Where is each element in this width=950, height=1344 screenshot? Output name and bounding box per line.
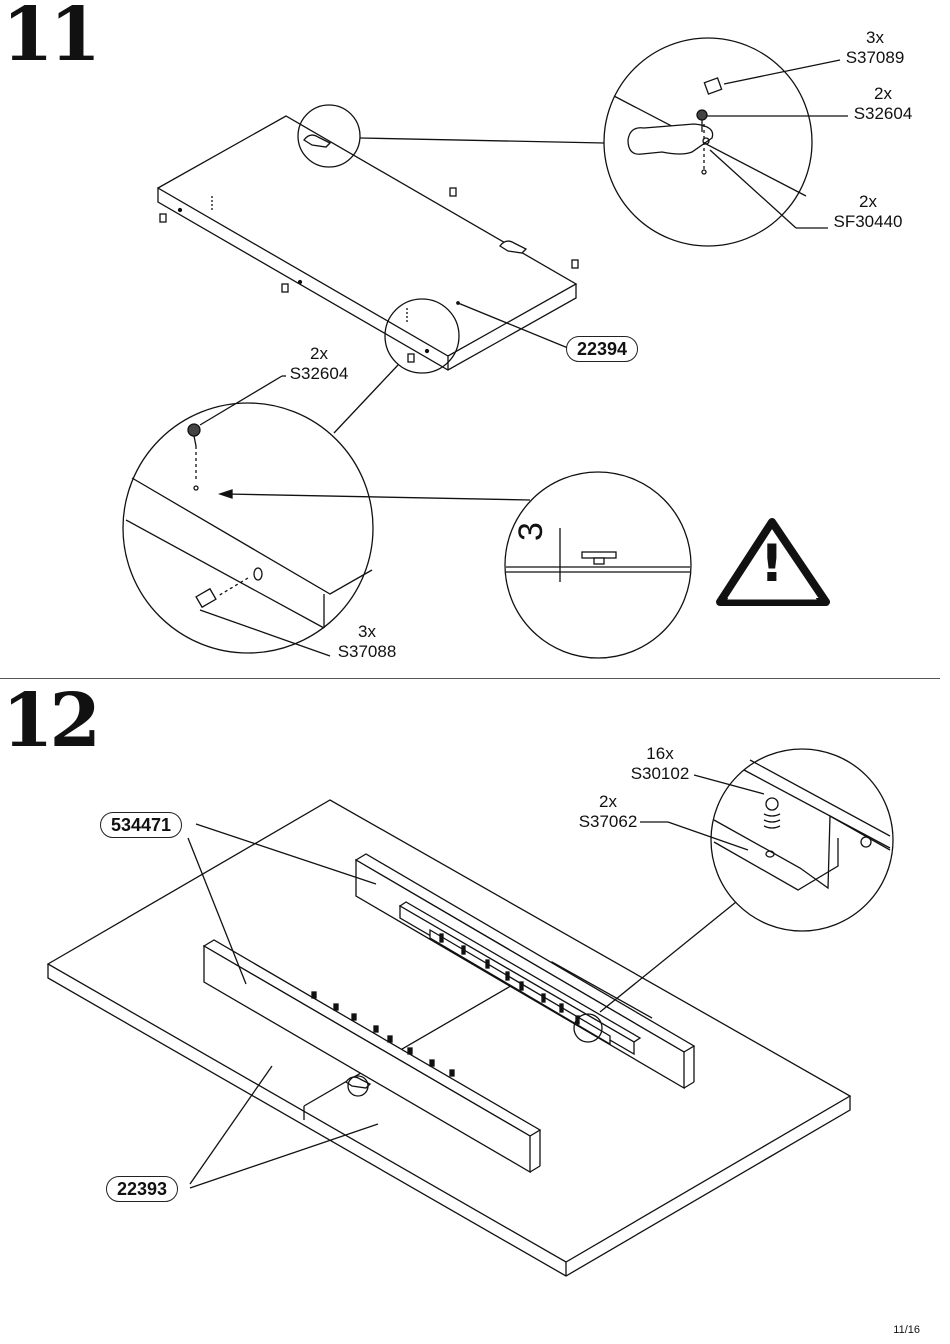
callout-code: SF30440 bbox=[833, 212, 903, 231]
step-divider bbox=[0, 678, 940, 679]
callout-qty: 3x bbox=[866, 28, 884, 47]
callout-qty: 2x bbox=[874, 84, 892, 103]
callout-code: S30102 bbox=[630, 764, 690, 783]
part-label-534471: 534471 bbox=[100, 812, 183, 838]
detail-edge-view bbox=[122, 402, 374, 654]
page-number: 11/16 bbox=[893, 1324, 920, 1336]
step11-panel-22394 bbox=[156, 115, 579, 371]
callout-code: S37088 bbox=[337, 642, 397, 661]
callout-qty: 2x bbox=[310, 344, 328, 363]
part-label-22394: 22394 bbox=[566, 336, 639, 362]
detail-circle-small-1 bbox=[297, 104, 361, 168]
callout-code: S32604 bbox=[853, 104, 913, 123]
callout-sf30440: 2x SF30440 bbox=[826, 192, 910, 232]
callout-code: S37089 bbox=[845, 48, 905, 67]
detail-runner-view bbox=[710, 748, 894, 932]
callout-s32604: 2x S32604 bbox=[848, 84, 918, 124]
callout-s37089: 3x S37089 bbox=[840, 28, 910, 68]
part-label-22393: 22393 bbox=[106, 1176, 179, 1202]
callout-qty: 16x bbox=[646, 744, 674, 763]
step12-rails-534471 bbox=[202, 853, 696, 1174]
callout-code: S32604 bbox=[289, 364, 349, 383]
detail-circle-small-2 bbox=[384, 298, 460, 374]
callout-s30102: 16x S30102 bbox=[622, 744, 698, 784]
warning-triangle-icon bbox=[716, 518, 830, 606]
detail-bracket-view bbox=[603, 37, 813, 247]
callout-qty: 2x bbox=[599, 792, 617, 811]
exclamation-icon: ! bbox=[760, 534, 784, 594]
step-number-12: 12 bbox=[2, 678, 101, 764]
callout-code: S37062 bbox=[578, 812, 638, 831]
callout-qty: 2x bbox=[859, 192, 877, 211]
step-number-11: 11 bbox=[2, 0, 101, 78]
callout-s37062: 2x S37062 bbox=[570, 792, 646, 832]
dimension-gap: 3 bbox=[511, 522, 550, 541]
callout-qty: 3x bbox=[358, 622, 376, 641]
detail-gap-view bbox=[504, 471, 692, 659]
callout-detail-dowel: 3x S37088 bbox=[332, 622, 402, 662]
callout-detail-screw: 2x S32604 bbox=[284, 344, 354, 384]
